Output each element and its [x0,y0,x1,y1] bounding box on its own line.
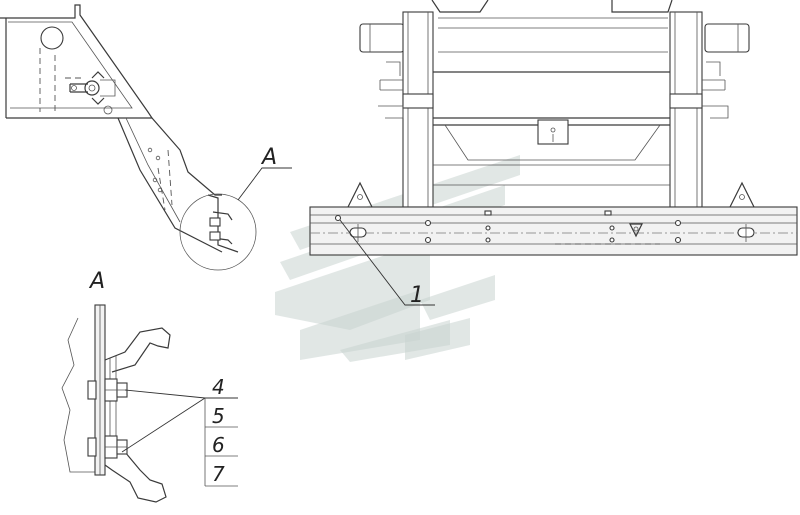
latch-mechanism [65,71,116,115]
front-view: 1 [309,0,798,308]
detail-circle [179,193,257,271]
detail-label-a: A [88,269,105,294]
callout-7: 7 [212,462,225,486]
watermark-logo [275,155,520,362]
callout-1: 1 [410,283,424,308]
view-label-a: A [260,145,277,170]
detail-a: A [61,269,206,503]
side-view: A [0,4,292,271]
callout-5: 5 [212,404,225,428]
bumper-beam [309,206,798,256]
callout-6: 6 [212,433,225,457]
frame-hole [40,26,64,50]
callout-4: 4 [212,375,225,399]
callout-table: 4 5 6 7 [204,375,238,487]
